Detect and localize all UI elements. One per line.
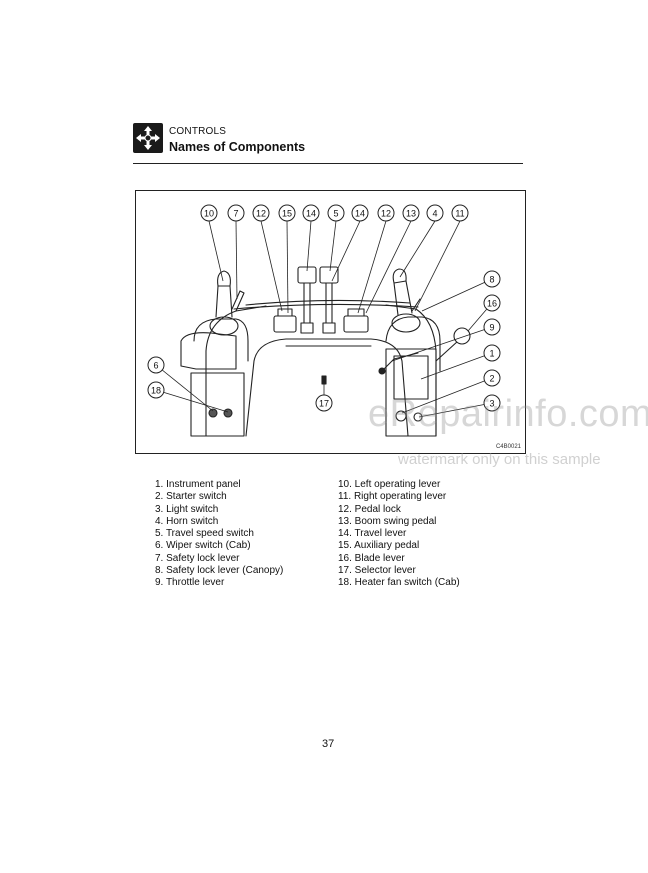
callout-18: 18 — [151, 386, 161, 396]
callout-1: 1 — [489, 349, 494, 359]
components-illustration: 10 7 12 15 14 5 14 12 13 4 11 8 16 9 1 2… — [135, 190, 526, 454]
callout-12b: 12 — [381, 209, 391, 219]
page-number: 37 — [322, 738, 335, 750]
callout-9: 9 — [489, 323, 494, 333]
section-label: CONTROLS — [169, 126, 227, 137]
callout-17: 17 — [319, 399, 329, 409]
callout-16: 16 — [487, 299, 497, 309]
legend-item: 5. Travel speed switch — [155, 528, 254, 540]
legend-item: 11. Right operating lever — [338, 491, 447, 503]
callout-5: 5 — [333, 209, 338, 219]
legend-item: 7. Safety lock lever — [155, 552, 240, 564]
legend-column-right: 10. Left operating lever 11. Right opera… — [338, 479, 513, 590]
legend-item: 14. Travel lever — [338, 528, 407, 540]
callout-2: 2 — [489, 374, 494, 384]
callout-4: 4 — [432, 209, 437, 219]
callout-6: 6 — [153, 361, 158, 371]
figure-code: C4B0021 — [495, 444, 521, 450]
legend-item: 10. Left operating lever — [338, 479, 441, 490]
legend-item: 15. Auxiliary pedal — [338, 540, 420, 552]
legend-item: 4. Horn switch — [155, 515, 219, 527]
page-title: Names of Components — [169, 140, 306, 154]
callout-15: 15 — [282, 209, 292, 219]
legend-item: 2. Starter switch — [155, 491, 227, 503]
callout-14: 14 — [306, 209, 316, 219]
legend-item: 18. Heater fan switch (Cab) — [338, 577, 460, 589]
controls-arrows-icon — [133, 123, 163, 153]
legend-item: 8. Safety lock lever (Canopy) — [155, 565, 284, 577]
legend-item: 13. Boom swing pedal — [338, 515, 437, 527]
legend-item: 16. Blade lever — [338, 552, 405, 564]
callout-12: 12 — [256, 209, 266, 219]
legend-item: 1. Instrument panel — [155, 479, 241, 490]
watermark-note: watermark only on this sample — [398, 451, 601, 468]
callout-11: 11 — [455, 209, 464, 219]
callout-3: 3 — [489, 399, 494, 409]
legend-item: 6. Wiper switch (Cab) — [155, 540, 251, 552]
callout-8: 8 — [489, 275, 494, 285]
callout-7: 7 — [233, 209, 238, 219]
callout-14b: 14 — [355, 209, 365, 219]
watermark-site: eRepairinfo.com — [368, 393, 648, 435]
cab-drawing: 10 7 12 15 14 5 14 12 13 4 11 8 16 9 1 2… — [147, 204, 501, 437]
legend-item: 12. Pedal lock — [338, 503, 401, 515]
header-divider — [133, 163, 523, 164]
callout-13: 13 — [406, 209, 416, 219]
legend-item: 3. Light switch — [155, 503, 219, 515]
legend-item: 17. Selector lever — [338, 565, 416, 577]
legend-item: 9. Throttle lever — [155, 577, 225, 589]
callout-10: 10 — [204, 209, 214, 219]
legend-column-left: 1. Instrument panel 2. Starter switch 3.… — [155, 479, 330, 590]
